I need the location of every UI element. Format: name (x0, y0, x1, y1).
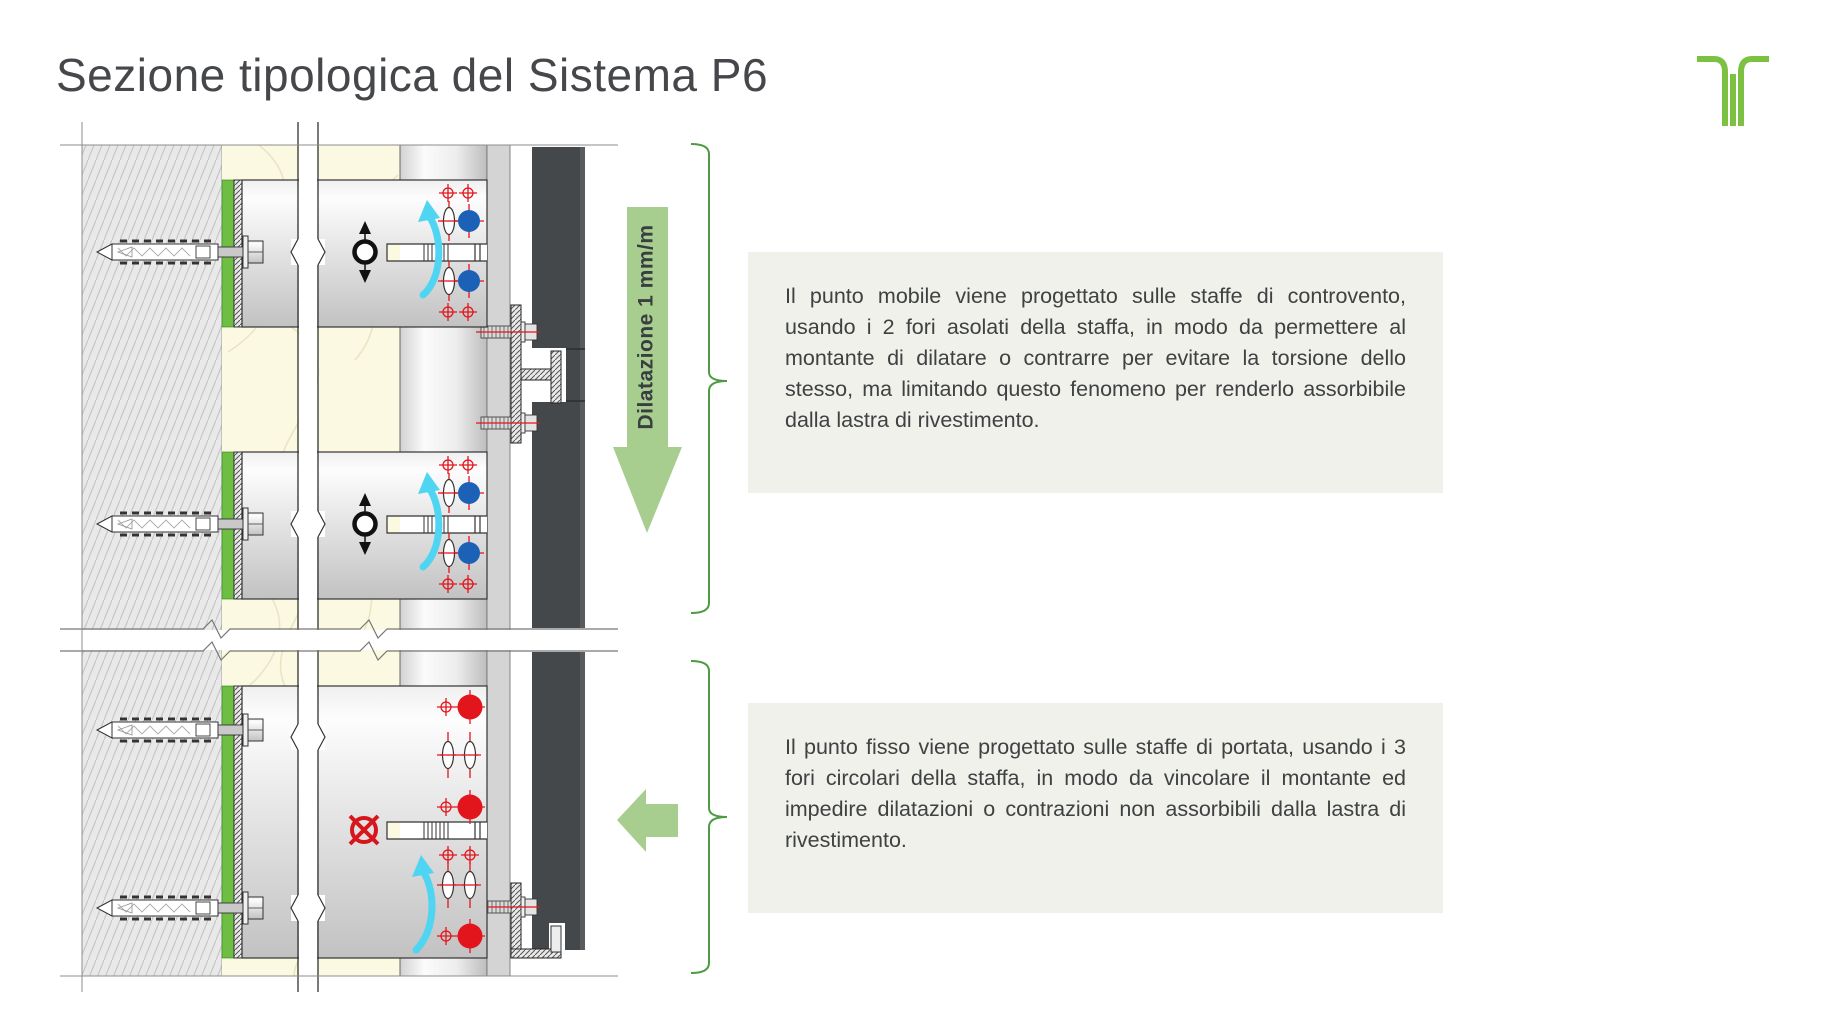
fixed-bolt-icon (457, 923, 483, 949)
panel-screws (476, 321, 540, 918)
panel-bottom-bracket (510, 882, 562, 959)
anchor-icon (95, 891, 264, 925)
mobile-bolt-icon (458, 210, 480, 232)
fixed-bolt-icon (457, 794, 483, 820)
screw-icon (476, 412, 540, 434)
section-drawing (60, 122, 618, 992)
mobile-holes-1 (438, 184, 484, 321)
brace-fixed (690, 660, 728, 974)
logo-left-stroke (1697, 56, 1728, 126)
anchor-icon (95, 235, 264, 269)
screw-icon (476, 321, 540, 343)
cladding-panel (530, 147, 585, 950)
anchor-icon (95, 713, 264, 747)
mobile-point-symbol (352, 221, 378, 555)
anchor-icon (95, 507, 264, 541)
mobile-bolt-icon (458, 270, 480, 292)
mobile-bolt-icon (458, 482, 480, 504)
wall-anchors (95, 235, 264, 925)
horizontal-break-line (60, 618, 618, 662)
mobile-holes-2 (438, 456, 484, 593)
annotation-overlay: Dilatazione 1 mm/m (613, 143, 728, 974)
callout-mobile-point: Il punto mobile viene progettato sulle s… (748, 252, 1443, 493)
dilation-flow-arrows (412, 212, 443, 954)
dilatation-arrow-label: Dilatazione 1 mm/m (635, 224, 658, 429)
fixed-holes (437, 690, 485, 953)
logo-right-stroke (1738, 56, 1769, 126)
fixed-point-arrow-icon (617, 789, 678, 852)
panel-joint-t-profile (510, 304, 562, 444)
callout-fixed-text: Il punto fisso viene progettato sulle st… (785, 735, 1406, 852)
page-title: Sezione tipologica del Sistema P6 (56, 49, 769, 101)
vertical-break-line (290, 122, 326, 992)
dilation-flow-arrowheads (412, 200, 440, 877)
fixed-bolt-icon (457, 694, 483, 720)
callout-mobile-text: Il punto mobile viene progettato sulle s… (785, 284, 1406, 432)
dilatation-arrow-icon: Dilatazione 1 mm/m (613, 207, 682, 533)
brace-mobile (690, 143, 728, 614)
drawing-frame-lines (60, 122, 618, 992)
fixed-point-symbol (348, 814, 380, 846)
brand-logo-icon (1697, 56, 1769, 126)
callout-fixed-point: Il punto fisso viene progettato sulle st… (748, 703, 1443, 913)
mobile-bolt-icon (458, 542, 480, 564)
bracket-fixed (221, 685, 488, 959)
callout-braces (690, 143, 728, 974)
concrete-wall (82, 145, 223, 976)
